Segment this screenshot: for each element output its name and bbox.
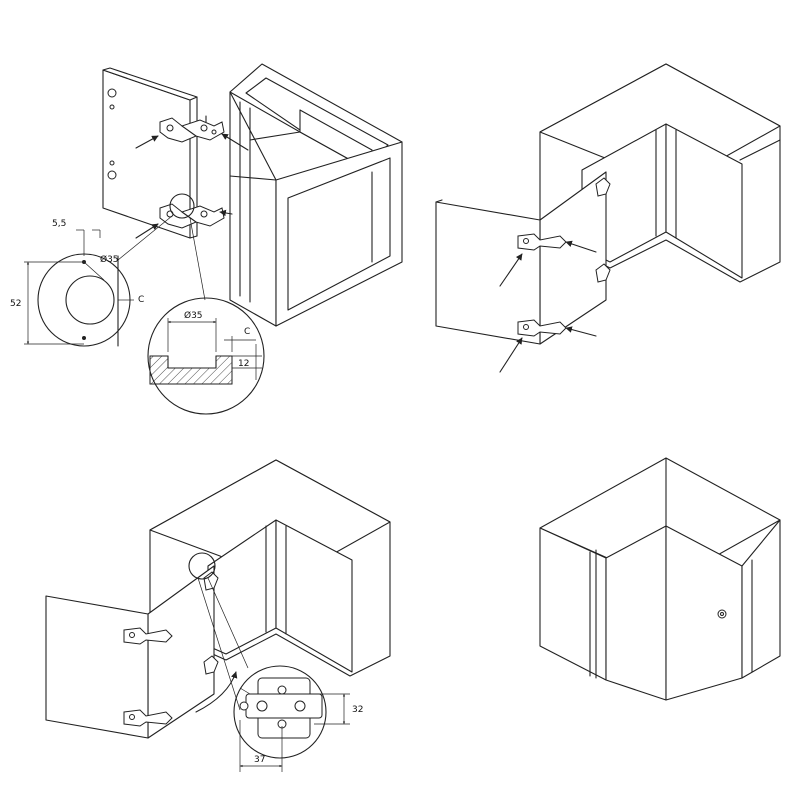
panel-4-closed-cabinet — [539, 457, 781, 701]
dim-5-5-label: 5,5 — [52, 219, 66, 229]
detail-drilling-section-view: Ø35 C 12 — [147, 297, 265, 415]
cabinet-right-side-closed — [741, 519, 781, 679]
hinge-top — [159, 117, 225, 143]
corner-cabinet-step-3 — [149, 459, 391, 677]
dim-c-label-front: C — [138, 295, 144, 305]
detail-callout-circle — [169, 193, 195, 219]
dim-37-label: 37 — [254, 755, 265, 765]
corner-door-outer-step-3 — [45, 595, 149, 739]
door-panel-loose — [102, 67, 198, 239]
dim-diameter-35-section-label: Ø35 — [184, 310, 203, 321]
cabinet-door-right-closed — [665, 525, 743, 701]
detail-callout-circle-step-3 — [188, 552, 216, 580]
hinges-step-3 — [123, 571, 219, 727]
mounting-arrows-panel-2 — [499, 240, 597, 373]
detail-drilling-front-view: 5,5 Ø35 52 C — [10, 219, 144, 347]
panel-3-hinge-adjustment: 32 37 — [45, 459, 391, 772]
screw-hole-icon — [109, 104, 115, 110]
screw-hole-icon — [109, 160, 115, 166]
hinges-step-2 — [517, 177, 611, 337]
dim-diameter-35-label: Ø35 — [100, 254, 119, 265]
corner-cabinet-open — [229, 63, 403, 327]
dim-52-label: 52 — [10, 299, 21, 309]
rotate-arrow-icon — [195, 671, 238, 713]
dim-c-label-section: C — [244, 327, 250, 337]
mounting-arrows-panel-1 — [135, 115, 249, 239]
detail-hinge-plate: 32 37 — [233, 665, 363, 772]
drill-hole-icon — [107, 88, 117, 98]
dim-32-label: 32 — [352, 705, 363, 715]
dim-12-label: 12 — [238, 359, 249, 369]
panel-1-door-and-drilling: 5,5 Ø35 52 C Ø35 C — [10, 63, 403, 415]
corner-door-outer — [435, 201, 541, 345]
drill-hole-icon — [107, 170, 117, 180]
panel-2-door-mounting — [435, 63, 781, 373]
